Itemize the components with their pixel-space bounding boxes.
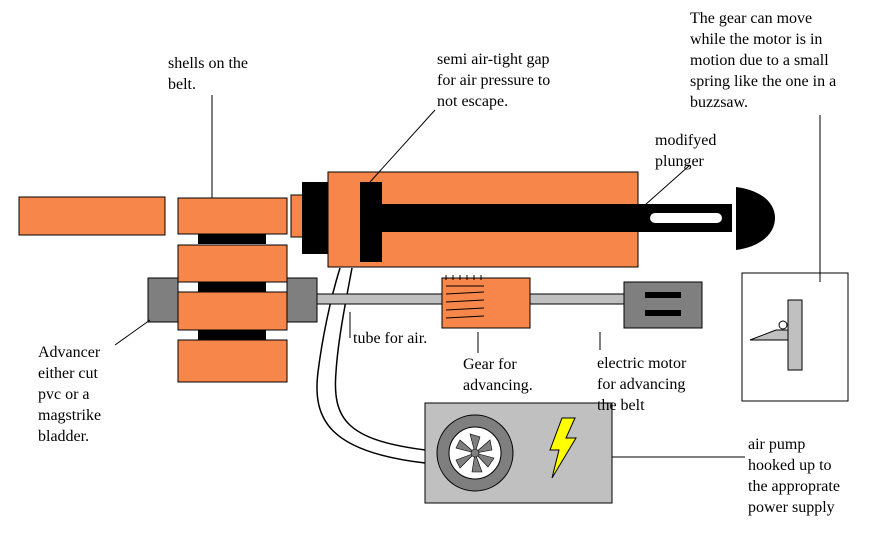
lightning-bolt-icon [549,417,577,479]
electric-motor [623,281,703,329]
advancer-label: Advancer either cut pvc or a magstrike b… [38,344,105,445]
motor-slot-top [645,292,681,298]
tube-label: tube for air. [353,330,427,347]
barrel-tip [290,194,304,238]
barrel-seal [302,182,328,254]
advancer-left [147,277,179,323]
plunger-slot [650,213,722,223]
detail-spring [778,320,788,330]
shell-1 [177,197,288,235]
shell-3 [177,291,288,331]
black-link-2 [198,282,266,292]
plunger-head [360,182,382,262]
fan-icon [436,414,514,492]
pump-label: air pump hooked up to the approprate pow… [748,436,844,516]
gap-label: semi air-tight gap for air pressure to n… [437,51,554,110]
detail-blade [749,329,789,341]
gear-note-label: The gear can move while the motor is in … [690,10,840,111]
motor-slot-bottom [645,310,681,316]
leader-lines [114,95,821,458]
plunger-handle [736,187,775,250]
gear-label: Gear for advancing. [463,356,533,394]
plunger-label: modifyed plunger [655,132,720,170]
advancer-right [286,277,318,323]
shell-4 [177,339,288,383]
detail-post [787,299,803,371]
motor-label: electric motor for advancing the belt [597,355,690,414]
shell-2 [177,244,288,283]
black-link-1 [198,234,266,244]
shell-loose [18,196,166,236]
shells-label: shells on the belt. [168,55,252,93]
black-link-3 [198,330,266,340]
gear-teeth [445,275,485,319]
